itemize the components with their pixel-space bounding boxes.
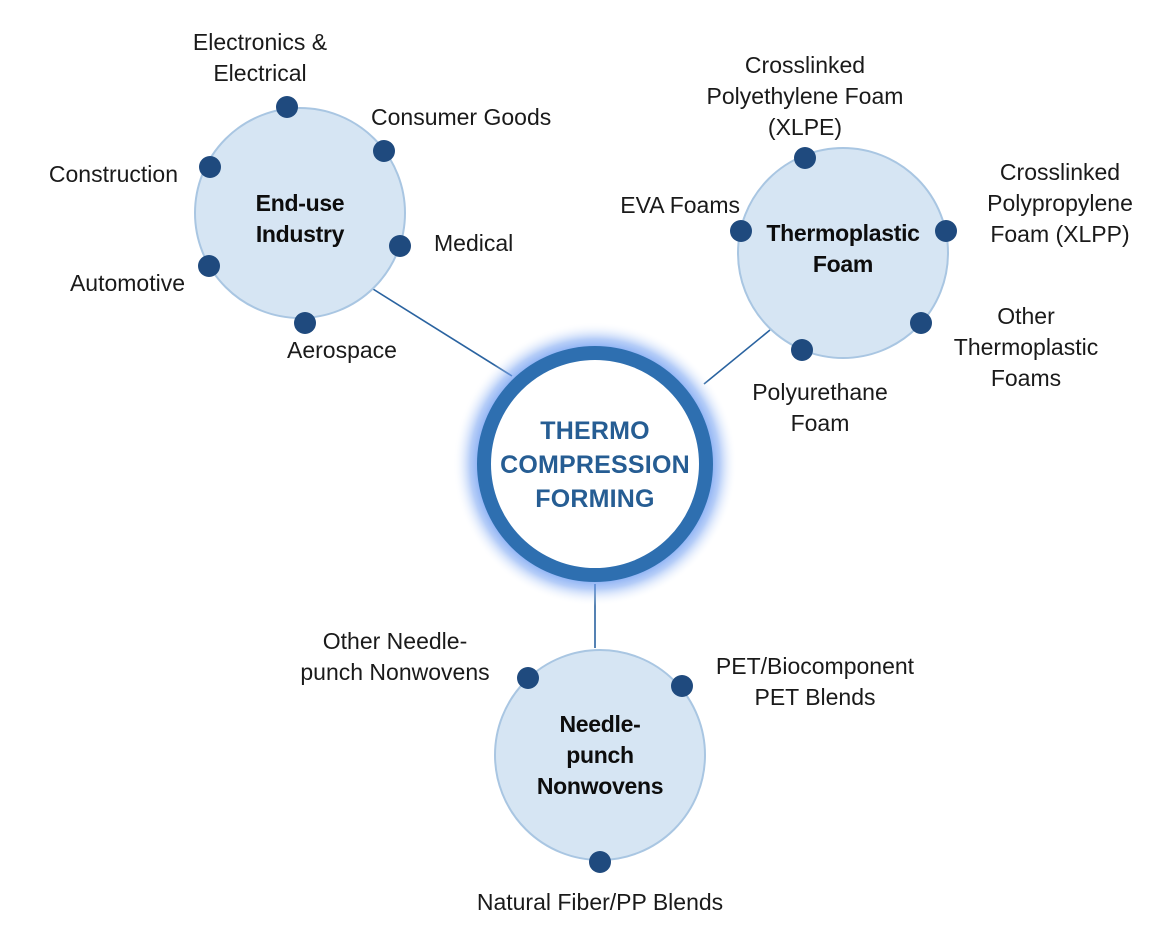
dot-electronics-electrical[interactable] xyxy=(276,96,298,118)
hub-title-end-use-industry: End-use Industry xyxy=(255,190,345,247)
dot-pet-biocomponent[interactable] xyxy=(671,675,693,697)
hub-circle-thermoplastic-foam[interactable] xyxy=(737,147,949,359)
label-construction: Construction xyxy=(48,161,178,187)
label-electronics-electrical: Electronics & Electrical xyxy=(192,29,328,86)
hub-title-needle-punch-nonwovens: Needle- punch Nonwovens xyxy=(536,711,664,799)
dot-polyurethane-foam[interactable] xyxy=(791,339,813,361)
label-automotive: Automotive xyxy=(69,270,185,296)
dot-eva-foams[interactable] xyxy=(730,220,752,242)
label-eva-foams: EVA Foams xyxy=(620,192,740,218)
dot-other-needle-punch[interactable] xyxy=(517,667,539,689)
label-consumer-goods: Consumer Goods xyxy=(371,104,552,130)
dot-aerospace[interactable] xyxy=(294,312,316,334)
dot-automotive[interactable] xyxy=(198,255,220,277)
label-other-needle-punch: Other Needle- punch Nonwovens xyxy=(300,628,490,685)
label-pet-biocomponent: PET/Biocomponent PET Blends xyxy=(715,653,915,710)
hub-title-thermoplastic-foam: Thermoplastic Foam xyxy=(766,220,920,277)
dot-construction[interactable] xyxy=(199,156,221,178)
dot-consumer-goods[interactable] xyxy=(373,140,395,162)
center-circle[interactable] xyxy=(477,346,713,582)
dot-other-thermoplastic-foams[interactable] xyxy=(910,312,932,334)
label-medical: Medical xyxy=(434,230,514,256)
label-polyurethane-foam: Polyurethane Foam xyxy=(752,379,888,436)
label-xlpp: Crosslinked Polypropylene Foam (XLPP) xyxy=(987,159,1133,247)
connector-end-use xyxy=(372,288,513,377)
dot-xlpp[interactable] xyxy=(935,220,957,242)
center-title: THERMO COMPRESSION FORMING xyxy=(500,417,690,513)
label-natural-fiber-pp: Natural Fiber/PP Blends xyxy=(476,889,724,915)
connector-thermoplastic xyxy=(703,329,771,385)
label-other-thermoplastic-foams: Other Thermoplastic Foams xyxy=(953,303,1099,391)
dot-medical[interactable] xyxy=(389,235,411,257)
label-xlpe: Crosslinked Polyethylene Foam (XLPE) xyxy=(706,52,904,140)
dot-natural-fiber-pp[interactable] xyxy=(589,851,611,873)
label-aerospace: Aerospace xyxy=(287,337,397,363)
dot-xlpe[interactable] xyxy=(794,147,816,169)
